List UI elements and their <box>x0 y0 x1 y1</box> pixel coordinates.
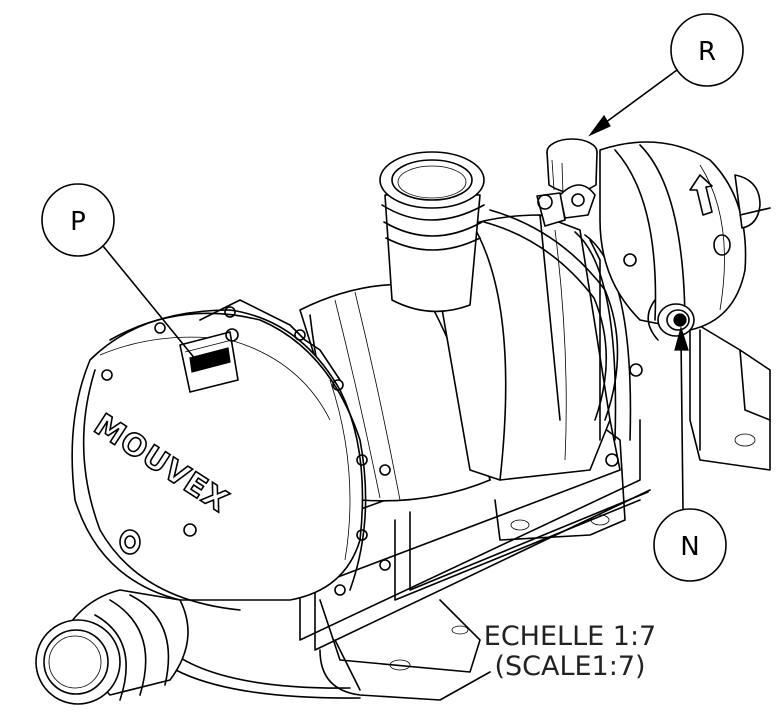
callout-p-label: P <box>70 207 86 237</box>
outlet-port <box>35 589 189 705</box>
leader-arrow-icon <box>588 114 611 137</box>
leader-arrow-icon <box>674 325 689 351</box>
scale-label-line1: ECHELLE 1:7 <box>483 621 657 652</box>
flange-ring <box>483 194 643 467</box>
callout-n-label: N <box>680 532 699 562</box>
direction-arrow-icon <box>689 174 713 216</box>
callout-r-label: R <box>698 37 716 67</box>
callout-n: N <box>653 325 727 582</box>
pump-foot-right <box>689 319 771 471</box>
center-casing <box>429 214 632 481</box>
drain-plug <box>119 523 197 555</box>
callout-p: P <box>41 183 197 361</box>
pump-foot-center <box>494 409 626 541</box>
inlet-port-top <box>379 151 485 313</box>
cover-bolts <box>101 306 391 596</box>
port-n <box>647 299 695 341</box>
scale-label-line2: (SCALE1:7) <box>494 651 646 682</box>
scale-label: ECHELLE 1:7 (SCALE1:7) <box>440 622 700 682</box>
relief-valve-r <box>536 138 598 227</box>
nameplate-p <box>179 328 239 393</box>
pump-foot-left <box>319 599 481 673</box>
callout-r: R <box>588 13 744 137</box>
bearing-housing <box>599 141 771 331</box>
